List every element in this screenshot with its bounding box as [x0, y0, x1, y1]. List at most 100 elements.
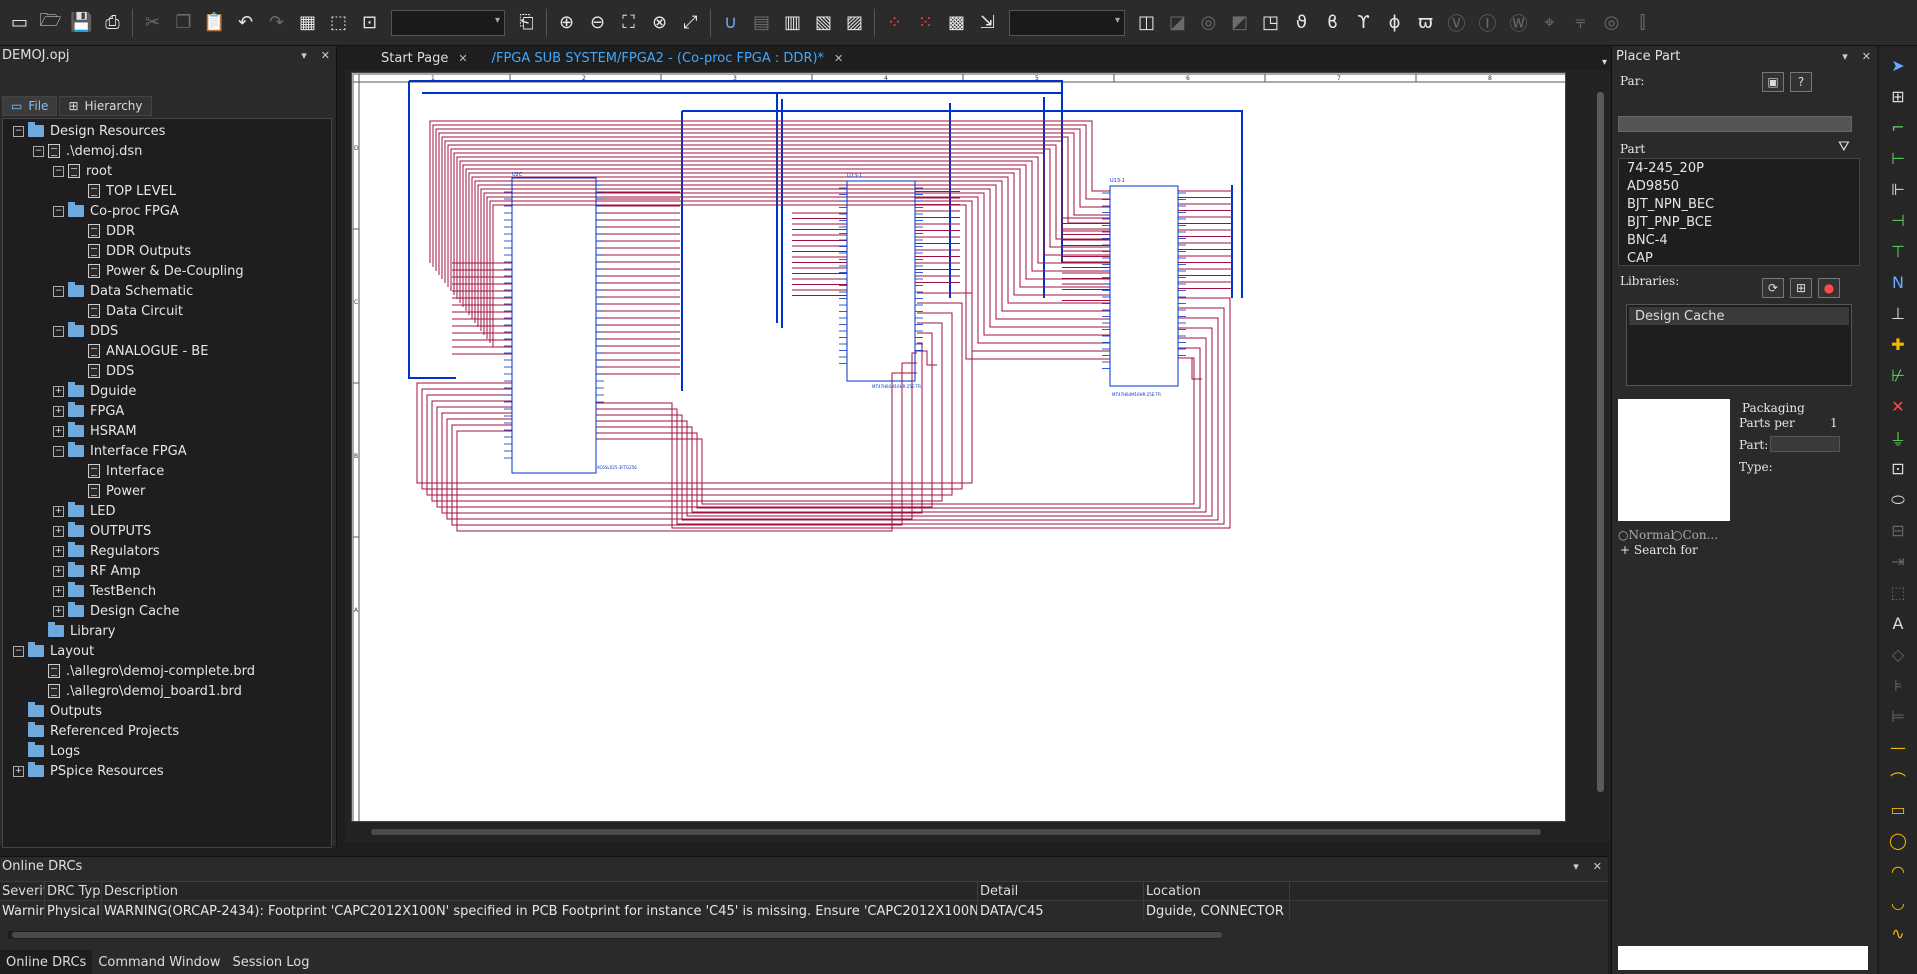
sim-profile-icon[interactable]: ◪	[1168, 12, 1186, 33]
tab-online-drcs[interactable]: Online DRCs	[0, 950, 93, 974]
list-item[interactable]: BJT_NPN_BEC	[1627, 196, 1715, 212]
tree-item[interactable]: .\allegro\demoj-complete.brd	[3, 661, 331, 681]
filter-icon[interactable]: ⛛	[1838, 139, 1850, 155]
tree-item[interactable]: +HSRAM	[3, 421, 331, 441]
part-search-input[interactable]	[1618, 116, 1852, 132]
net-wire[interactable]	[459, 160, 1110, 303]
undo-icon[interactable]: ↶	[237, 12, 254, 33]
net-wire[interactable]	[444, 140, 1110, 283]
scroll-thumb[interactable]	[371, 829, 1541, 835]
table-row[interactable]: Warning Physical WARNING(ORCAP-2434): Fo…	[0, 901, 1608, 921]
cross-probe-icon[interactable]: ⁘	[886, 12, 903, 33]
list-item[interactable]: Design Cache	[1629, 307, 1849, 325]
tree-item[interactable]: −Design Resources	[3, 121, 331, 141]
pin-icon[interactable]: ⊧	[1893, 676, 1903, 695]
collapse-icon[interactable]: −	[13, 125, 24, 137]
tree-item[interactable]: .\allegro\demoj_board1.brd	[3, 681, 331, 701]
expand-icon[interactable]: +	[53, 565, 64, 577]
expand-icon[interactable]: +	[53, 425, 64, 437]
help-icon[interactable]: ?	[1790, 72, 1812, 92]
tree-item[interactable]: DDS	[3, 361, 331, 381]
net-wire[interactable]	[915, 350, 937, 366]
net-wire[interactable]	[483, 192, 1110, 336]
expand-icon[interactable]: +	[53, 385, 64, 397]
tab-schematic-page[interactable]: /FPGA SUB SYSTEM/FPGA2 - (Co-proc FPGA :…	[477, 48, 854, 68]
tree-item[interactable]: −Co-proc FPGA	[3, 201, 331, 221]
crosshair-icon[interactable]: ⌖	[1544, 12, 1555, 33]
power-icon[interactable]: ✕	[1891, 397, 1905, 416]
tree-item[interactable]: +PSpice Resources	[3, 761, 331, 781]
net-wire[interactable]	[492, 204, 1110, 360]
hier-pin-icon[interactable]: ⊟	[1891, 521, 1905, 540]
part-u13-b[interactable]	[1109, 185, 1179, 387]
multi-wire-icon[interactable]: ⊩	[1891, 180, 1905, 199]
collapse-icon[interactable]: −	[53, 205, 64, 217]
bus-entry-icon[interactable]: N	[1892, 273, 1904, 292]
export-icon[interactable]: ⇲	[979, 12, 996, 33]
open-folder-icon[interactable]: 🗁	[39, 9, 62, 31]
net-wire[interactable]	[489, 200, 1110, 352]
net-wire[interactable]	[462, 164, 1110, 307]
tree-item[interactable]: −Interface FPGA	[3, 441, 331, 461]
text-icon[interactable]: A	[1892, 614, 1904, 633]
tree-item[interactable]: Referenced Projects	[3, 721, 331, 741]
net-wire[interactable]	[596, 347, 1201, 509]
refresh-icon[interactable]: ⟳	[1762, 278, 1784, 298]
part-u13-a[interactable]	[846, 180, 916, 382]
bom-icon[interactable]: ▨	[845, 12, 863, 33]
vertical-scrollbar[interactable]	[1594, 76, 1606, 822]
part-value-u13b[interactable]: MT47H64M16HR-25E:TR	[1112, 392, 1161, 397]
off-page-icon[interactable]: ⇥	[1891, 552, 1905, 571]
tree-item[interactable]: TOP LEVEL	[3, 181, 331, 201]
bias-w-icon[interactable]: Ⓦ	[1509, 13, 1528, 35]
bus-icon[interactable]: ⊤	[1891, 242, 1905, 261]
place-part-icon[interactable]: ⊞	[1891, 87, 1905, 106]
library-list[interactable]: Design Cache	[1626, 304, 1852, 386]
drc-icon[interactable]: ▥	[783, 12, 801, 33]
pcb-icon[interactable]: ▩	[947, 12, 965, 33]
part-combo[interactable]	[391, 9, 505, 36]
part-value-u13a[interactable]: MT47H64M16HR-25E:TR	[872, 384, 921, 389]
bias-i-icon[interactable]: Ⓘ	[1478, 13, 1497, 35]
net-wire[interactable]	[438, 132, 1110, 275]
collapse-icon[interactable]: −	[53, 445, 64, 457]
arc-icon[interactable]: ◠	[1891, 862, 1905, 881]
net-wire[interactable]	[429, 120, 1110, 263]
bias-v-icon[interactable]: Ⓥ	[1447, 13, 1466, 35]
net-wire[interactable]	[477, 184, 1110, 327]
line-icon[interactable]: —	[1890, 738, 1906, 757]
tree-item[interactable]: Power & De-Coupling	[3, 261, 331, 281]
target-icon[interactable]: ◎	[1603, 12, 1620, 33]
tree-item[interactable]: −DDS	[3, 321, 331, 341]
tree-item[interactable]: +TestBench	[3, 581, 331, 601]
ellipse-icon[interactable]: ◯	[1889, 831, 1907, 850]
sim-run-icon[interactable]: ◎	[1200, 12, 1217, 33]
zoom-all-icon[interactable]: ⊗	[651, 12, 668, 33]
polyline-icon[interactable]: ⌒	[1889, 770, 1906, 790]
tree-item[interactable]: ANALOGUE - BE	[3, 341, 331, 361]
chart-icon[interactable]: ⫿	[1639, 12, 1646, 33]
tree-item[interactable]: +LED	[3, 501, 331, 521]
horizontal-scrollbar[interactable]	[8, 931, 1222, 939]
list-item[interactable]: 74-245_20P	[1627, 160, 1704, 176]
hier-port-icon[interactable]: ⬭	[1891, 489, 1905, 509]
bus[interactable]	[409, 80, 1063, 263]
net-wire[interactable]	[471, 176, 1110, 319]
bezier-icon[interactable]: ∿	[1891, 924, 1905, 943]
grid-select-icon[interactable]: ▦	[298, 12, 316, 33]
net-wire[interactable]	[596, 307, 1225, 525]
zoom-out-icon[interactable]: ⊖	[589, 12, 606, 33]
area-select-icon[interactable]: ⬚	[329, 12, 347, 33]
close-icon[interactable]: ✕	[1861, 49, 1871, 63]
part-number-combo[interactable]	[1770, 436, 1840, 452]
scroll-thumb[interactable]	[12, 932, 1222, 938]
junction-icon[interactable]: ✚	[1891, 335, 1905, 354]
elliptical-arc-icon[interactable]: ◡	[1891, 893, 1905, 912]
col-description[interactable]: Description	[102, 882, 978, 900]
wire-icon[interactable]: ⌐	[1891, 118, 1905, 137]
net-wire[interactable]	[435, 128, 1110, 271]
net-wire[interactable]	[450, 148, 1110, 291]
new-file-icon[interactable]: ▭	[10, 12, 28, 33]
net-wire[interactable]	[596, 327, 1213, 517]
